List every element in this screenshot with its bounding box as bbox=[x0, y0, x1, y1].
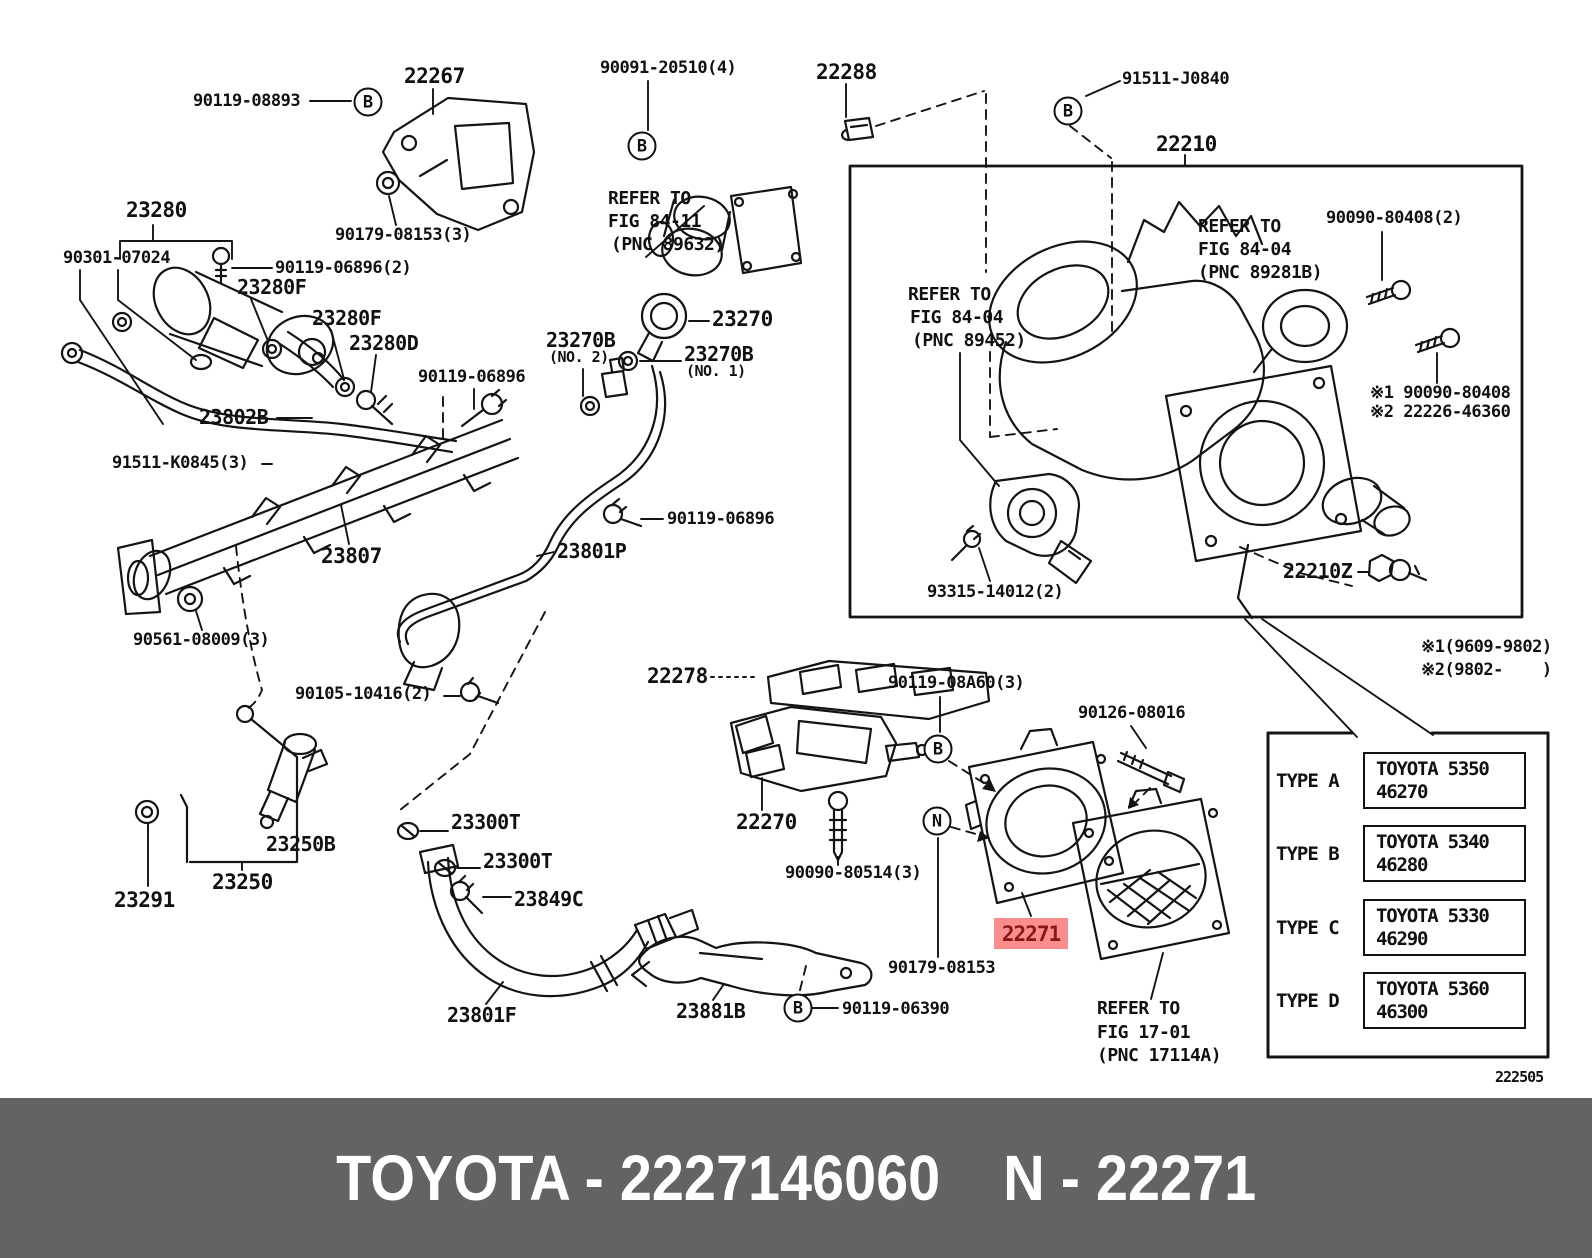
part-label: 23802B bbox=[199, 405, 269, 429]
part-label: 23807 bbox=[321, 544, 382, 568]
part-label: (PNC 89632) bbox=[611, 234, 725, 255]
figure-number: 222505 bbox=[1495, 1068, 1544, 1086]
type-row-label: TYPE C bbox=[1276, 917, 1340, 939]
type-row-label: TYPE D bbox=[1276, 990, 1340, 1012]
highlighted-part-number[interactable]: 22271 bbox=[994, 918, 1068, 949]
part-label: 90561-08009(3) bbox=[133, 630, 270, 650]
part-label: ※1 90090-80408 bbox=[1370, 383, 1511, 403]
part-label: 23270 bbox=[712, 307, 773, 331]
part-label: REFER TO bbox=[908, 284, 991, 305]
part-label: 22210 bbox=[1156, 132, 1217, 156]
part-label: 23881B bbox=[676, 999, 746, 1023]
part-label: FIG 17-01 bbox=[1097, 1022, 1191, 1043]
part-label: REFER TO bbox=[608, 188, 691, 209]
part-label: FIG 84-11 bbox=[608, 211, 702, 232]
callout-letter-n: N bbox=[922, 806, 952, 836]
part-label: 23801P bbox=[557, 539, 627, 563]
part-label: ※2 22226-46360 bbox=[1370, 402, 1511, 422]
part-label: 90119-06390 bbox=[842, 999, 950, 1019]
part-label: 91511-K0845(3) bbox=[112, 453, 249, 473]
part-label: 90179-08153 bbox=[888, 958, 996, 978]
part-label: 23270B bbox=[546, 328, 616, 352]
part-label: 90119-06896(2) bbox=[275, 258, 412, 278]
part-label: (PNC 17114A) bbox=[1097, 1045, 1222, 1066]
part-label: 23280D bbox=[349, 331, 419, 355]
type-cell-text: TOYOTA 5350 bbox=[1376, 758, 1490, 780]
footer-bar: TOYOTA - 2227146060 N - 22271 bbox=[0, 1098, 1592, 1258]
part-label: 90179-08153(3) bbox=[335, 225, 472, 245]
part-label: 90090-80514(3) bbox=[785, 863, 922, 883]
part-label: 22267 bbox=[404, 64, 465, 88]
part-label: 22210Z bbox=[1283, 559, 1353, 583]
part-label: 90119-06896 bbox=[418, 367, 526, 387]
part-label: 91511-J0840 bbox=[1122, 69, 1230, 89]
part-label: REFER TO bbox=[1097, 998, 1180, 1019]
callout-letter-b: B bbox=[353, 87, 383, 117]
part-label: (NO. 1) bbox=[686, 362, 746, 380]
part-label: 90105-10416(2) bbox=[295, 684, 432, 704]
part-label: 23280F bbox=[237, 275, 307, 299]
part-label: 23280F bbox=[312, 306, 382, 330]
part-label: ※2(9802- ) bbox=[1421, 660, 1552, 680]
part-label: 90090-80408(2) bbox=[1326, 208, 1463, 228]
part-label: FIG 84-04 bbox=[910, 307, 1004, 328]
part-label: (NO. 2) bbox=[549, 348, 609, 366]
part-label: 90301-07024 bbox=[63, 248, 171, 268]
part-label: 23801F bbox=[447, 1003, 517, 1027]
part-label: (PNC 89281B) bbox=[1198, 262, 1323, 283]
part-label: ※1(9609-9802) bbox=[1421, 637, 1552, 657]
part-label: 22270 bbox=[736, 810, 797, 834]
type-cell-text: TOYOTA 5360 bbox=[1376, 978, 1490, 1000]
type-cell-text: 46300 bbox=[1376, 1001, 1428, 1023]
type-cell-text: 46270 bbox=[1376, 781, 1428, 803]
type-cell-text: TOYOTA 5340 bbox=[1376, 831, 1490, 853]
type-cell-text: 46280 bbox=[1376, 854, 1428, 876]
part-label: 23250 bbox=[212, 870, 273, 894]
part-label: 90119-06896 bbox=[667, 509, 775, 529]
type-row-label: TYPE A bbox=[1276, 770, 1340, 792]
part-label: 93315-14012(2) bbox=[927, 582, 1064, 602]
part-label: FIG 84-04 bbox=[1198, 239, 1292, 260]
part-label: (PNC 89452) bbox=[912, 330, 1026, 351]
part-label: 23849C bbox=[514, 887, 584, 911]
footer-part-code: TOYOTA - 2227146060 bbox=[335, 1142, 941, 1214]
part-label: 23280 bbox=[126, 198, 187, 222]
part-label: 23291 bbox=[114, 888, 175, 912]
part-label: 22288 bbox=[816, 60, 877, 84]
type-cell-text: TOYOTA 5330 bbox=[1376, 905, 1490, 927]
callout-letter-b: B bbox=[783, 993, 813, 1023]
part-label: 90091-20510(4) bbox=[600, 58, 737, 78]
callout-letter-b: B bbox=[1053, 96, 1083, 126]
footer-pnc-code: N - 22271 bbox=[1003, 1142, 1257, 1214]
part-label: 23270B bbox=[684, 342, 754, 366]
part-label: 22278 bbox=[647, 664, 708, 688]
part-label: 90119-08A60(3) bbox=[888, 673, 1025, 693]
part-label: REFER TO bbox=[1198, 216, 1281, 237]
type-cell-text: 46290 bbox=[1376, 928, 1428, 950]
part-label: 90126-08016 bbox=[1078, 703, 1186, 723]
part-label: 23250B bbox=[266, 832, 336, 856]
type-row-label: TYPE B bbox=[1276, 843, 1340, 865]
callout-letter-b: B bbox=[923, 734, 953, 764]
part-label: 90119-08893 bbox=[193, 91, 301, 111]
part-label: 23300T bbox=[451, 810, 521, 834]
callout-letter-b: B bbox=[627, 131, 657, 161]
part-label: 23300T bbox=[483, 849, 553, 873]
